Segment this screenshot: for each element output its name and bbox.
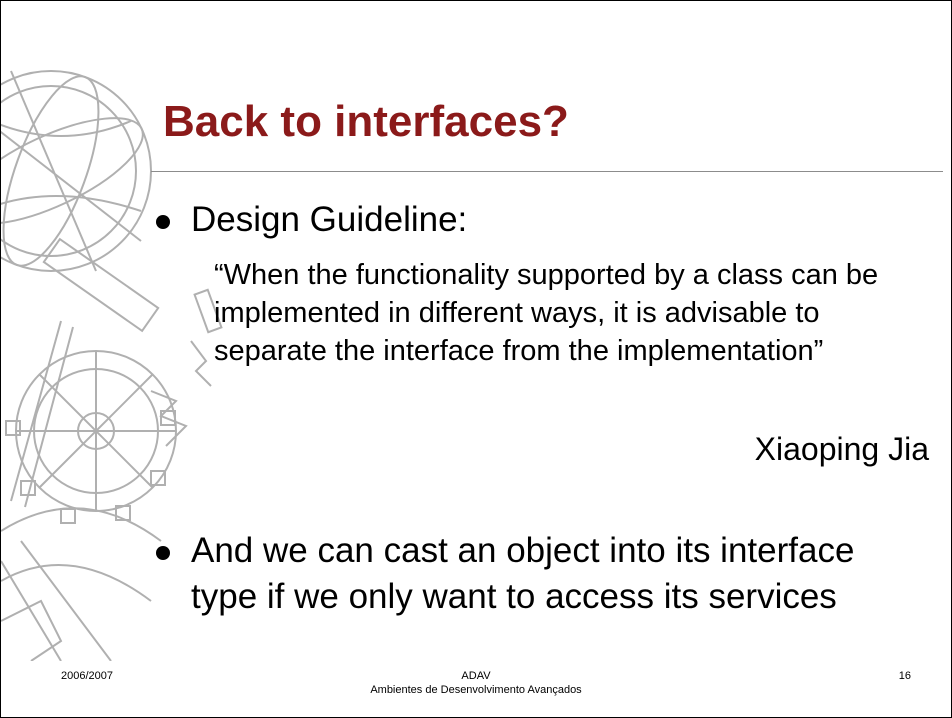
bullet-dot-icon	[156, 546, 170, 560]
footer-course-code: ADAV	[461, 670, 491, 682]
bullet-item: Design Guideline:	[156, 197, 467, 243]
armillary-sphere-decoration	[1, 70, 223, 661]
guideline-quote: “When the functionality supported by a c…	[214, 259, 879, 367]
bullet-text: And we can cast an object into its inter…	[191, 531, 855, 616]
bullet-item: And we can cast an object into its inter…	[156, 528, 896, 620]
page-number: 16	[898, 670, 911, 682]
footer-course-name: Ambientes de Desenvolvimento Avançados	[370, 684, 582, 696]
title-divider	[151, 171, 943, 172]
slide-title: Back to interfaces?	[163, 97, 569, 146]
footer-date: 2006/2007	[61, 670, 113, 682]
footer-course: ADAV Ambientes de Desenvolvimento Avança…	[301, 669, 651, 697]
bullet-text: Design Guideline:	[191, 200, 468, 239]
quote-author: Xiaoping Jia	[754, 431, 929, 467]
bullet-dot-icon	[156, 215, 170, 229]
